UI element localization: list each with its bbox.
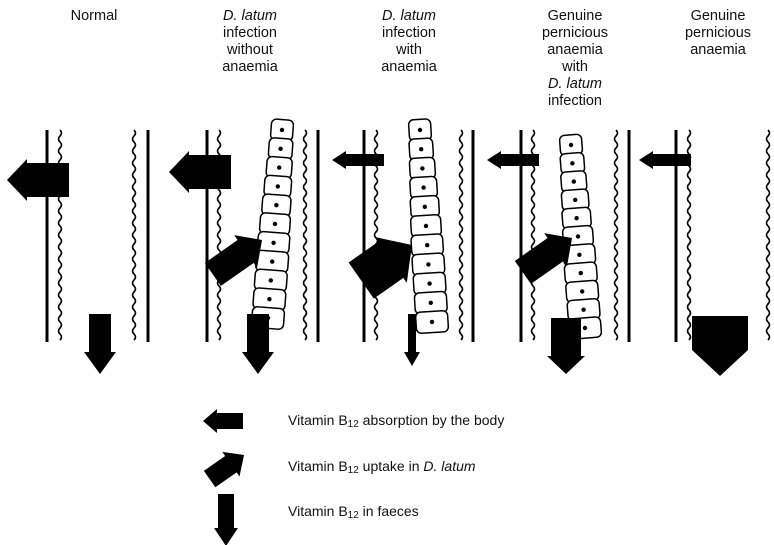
column-title-line: D. latum (354, 8, 464, 25)
legend-absorption-arrow (203, 409, 243, 433)
tapeworm-2-segment-mark (273, 222, 277, 226)
tapeworm-3-segment-mark (418, 128, 422, 132)
mucosa-right-4 (615, 130, 618, 340)
column-title-line: anaemia (520, 42, 630, 59)
tapeworm-3-segment-mark (420, 166, 424, 170)
tapeworm-2-segment-mark (270, 259, 274, 263)
legend-uptake-italic: D. latum (423, 458, 475, 474)
mucosa-left-1 (59, 130, 62, 340)
legend-absorption-sub: 12 (348, 419, 359, 430)
legend-uptake-sub: 12 (348, 465, 359, 476)
column-title-line: anaemia (663, 42, 773, 59)
column-title-normal: Normal (39, 8, 149, 25)
legend-uptake-arrow (201, 443, 253, 492)
tapeworm-4-segment-mark (570, 161, 574, 165)
tapeworm-2-segment-mark (271, 241, 275, 245)
absorption-arrow-1 (7, 159, 69, 201)
legend-uptake-arrow-shape (201, 443, 253, 492)
column-title-line: anaemia (354, 59, 464, 76)
column-title-line: pernicious (663, 25, 773, 42)
tapeworm-2-segment-mark (276, 184, 280, 188)
tapeworm-2-segment-mark (269, 278, 273, 282)
column-title-line: D. latum (195, 8, 305, 25)
tapeworm-2-segment-mark (280, 128, 284, 132)
column-title-line: infection (195, 25, 305, 42)
tapeworm-3-segment-mark (427, 281, 431, 285)
tapeworm-3-segment-mark (421, 185, 425, 189)
column-title-line: D. latum (520, 76, 630, 93)
tapeworm-4-segment-mark (577, 253, 581, 257)
tapeworm-3-segment-mark (426, 262, 430, 266)
tapeworm-4-segment-mark (576, 234, 580, 238)
mucosa-right-3 (460, 130, 463, 340)
column-title-line: infection (520, 93, 630, 110)
tapeworm-4-segment-mark (581, 308, 585, 312)
faeces-arrow-4 (547, 318, 585, 374)
tapeworm-4-segment-mark (579, 271, 583, 275)
column-title-line: with (520, 59, 630, 76)
tapeworm-4-segment-mark (573, 198, 577, 202)
column-title-line: Genuine (663, 8, 773, 25)
tapeworm-3-segment-mark (419, 147, 423, 151)
absorption-arrow-4 (487, 151, 539, 169)
mucosa-right-5 (767, 130, 770, 340)
legend-uptake-post: uptake in (359, 458, 424, 474)
mucosa-right-2 (304, 130, 307, 340)
legend-faeces-pre: Vitamin B (288, 503, 348, 519)
tapeworm-2-segment-mark (274, 203, 278, 207)
tapeworm-4-segment-mark (572, 179, 576, 183)
absorption-arrow-5 (639, 151, 691, 169)
legend-uptake-pre: Vitamin B (288, 458, 348, 474)
column-title-line: Normal (39, 8, 149, 25)
column-title-line: without (195, 42, 305, 59)
legend-absorption-pre: Vitamin B (288, 412, 348, 428)
tapeworm-4-segment-mark (580, 289, 584, 293)
legend-absorption-label: Vitamin B12 absorption by the body (288, 412, 504, 430)
tapeworm-3-segment-mark (430, 320, 434, 324)
tapeworm-3-segment-mark (429, 301, 433, 305)
legend-faeces-sub: 12 (348, 510, 359, 521)
column-title-line: with (354, 42, 464, 59)
column-title-line: infection (354, 25, 464, 42)
tapeworm-3-segment-mark (424, 224, 428, 228)
absorption-arrow-2 (169, 151, 231, 193)
tapeworm-3-segment-mark (425, 243, 429, 247)
mucosa-right-1 (133, 130, 136, 340)
tapeworm-4-segment-mark (574, 216, 578, 220)
tapeworm-2-segment-mark (277, 165, 281, 169)
column-title-line: Genuine (520, 8, 630, 25)
legend-faeces-post: in faeces (359, 503, 419, 519)
faeces-arrow-1 (84, 314, 116, 374)
tapeworm-3-segment-mark (423, 205, 427, 209)
tapeworm-4-segment-mark (569, 143, 573, 147)
tapeworm-2-segment-mark (278, 147, 282, 151)
column-title-line: pernicious (520, 25, 630, 42)
legend-uptake-label: Vitamin B12 uptake in D. latum (288, 458, 476, 476)
legend-faeces-label: Vitamin B12 in faeces (288, 503, 419, 521)
column-title-line: anaemia (195, 59, 305, 76)
legend-absorption-post: absorption by the body (359, 412, 505, 428)
tapeworm-4-segment-mark (583, 326, 587, 330)
tapeworm-2-segment-mark (267, 297, 271, 301)
faeces-arrow-5 (692, 316, 748, 376)
legend-faeces-arrow (214, 494, 238, 545)
